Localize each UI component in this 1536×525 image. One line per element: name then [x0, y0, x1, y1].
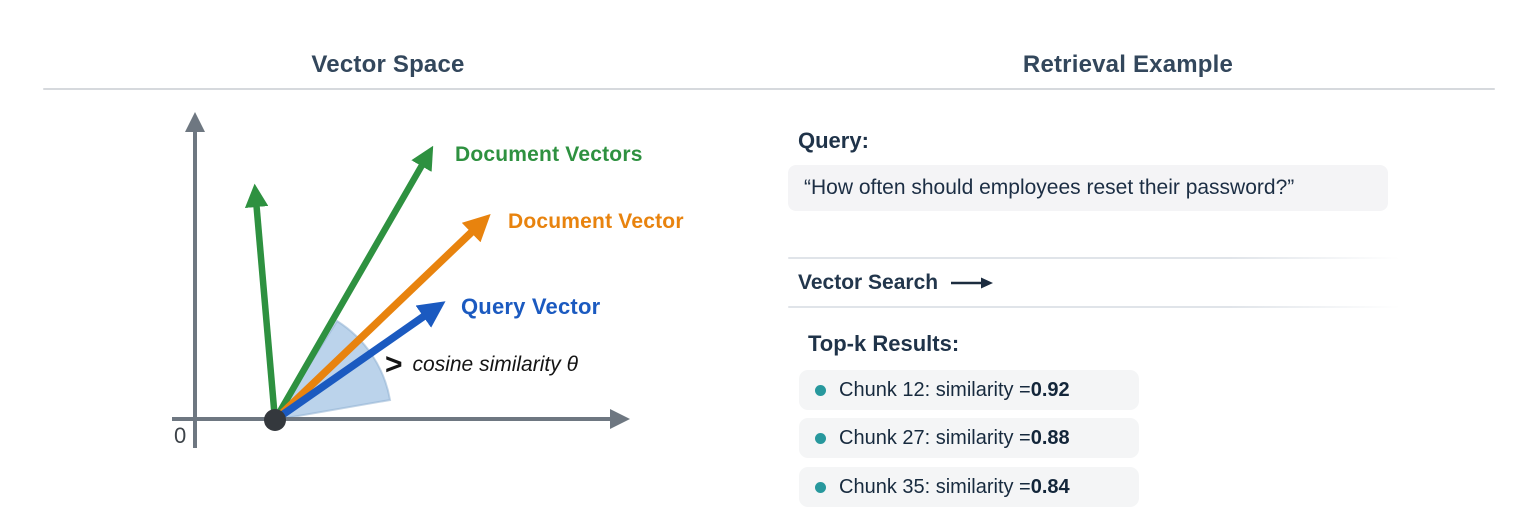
topk-heading: Top-k Results: [808, 331, 960, 356]
result-row-chunk-35: Chunk 35: similarity = 0.84 [799, 467, 1139, 507]
header-divider [43, 88, 1495, 90]
document-vectors-arrow [272, 145, 434, 422]
query-vector-arrow [272, 301, 446, 424]
vector-search-step: Vector Search [798, 271, 994, 295]
result-row-chunk-27: Chunk 27: similarity = 0.88 [799, 418, 1139, 458]
result-text: Chunk 27: similarity = [839, 426, 1031, 449]
document-vectors-label: Document Vectors [455, 143, 643, 166]
document-vector-label: Document Vector [508, 210, 684, 233]
query-vector-label: Query Vector [461, 294, 601, 319]
angle-marker: > [385, 348, 403, 381]
dot-icon [815, 481, 826, 493]
result-similarity-value: 0.84 [1030, 475, 1070, 498]
result-row-chunk-12: Chunk 12: similarity = 0.92 [799, 370, 1139, 410]
origin-label: 0 [174, 423, 187, 448]
dot-icon [815, 432, 826, 444]
result-similarity-value: 0.92 [1030, 378, 1070, 401]
result-text: Chunk 35: similarity = [839, 475, 1031, 498]
origin-dot [264, 409, 286, 431]
long-right-arrow-icon [951, 277, 994, 289]
query-box: “How often should employees reset their … [788, 165, 1388, 211]
vector-search-label: Vector Search [798, 271, 939, 294]
section-divider-bottom [788, 306, 1400, 308]
result-text: Chunk 12: similarity = [839, 378, 1031, 401]
left-panel-title: Vector Space [311, 51, 465, 78]
query-text: “How often should employees reset their … [804, 176, 1295, 199]
dot-icon [815, 384, 826, 396]
right-panel-title: Retrieval Example [1022, 51, 1234, 78]
document-vector-arrow [272, 213, 491, 423]
cosine-similarity-label: cosine similarity θ [412, 353, 578, 376]
query-heading: Query: [798, 128, 869, 153]
result-similarity-value: 0.88 [1030, 426, 1070, 449]
document-vector-arrow-secondary [244, 183, 279, 421]
section-divider-top [788, 257, 1400, 259]
cosine-annotation: > cosine similarity θ [385, 350, 578, 380]
vector-space-diagram [172, 112, 630, 448]
